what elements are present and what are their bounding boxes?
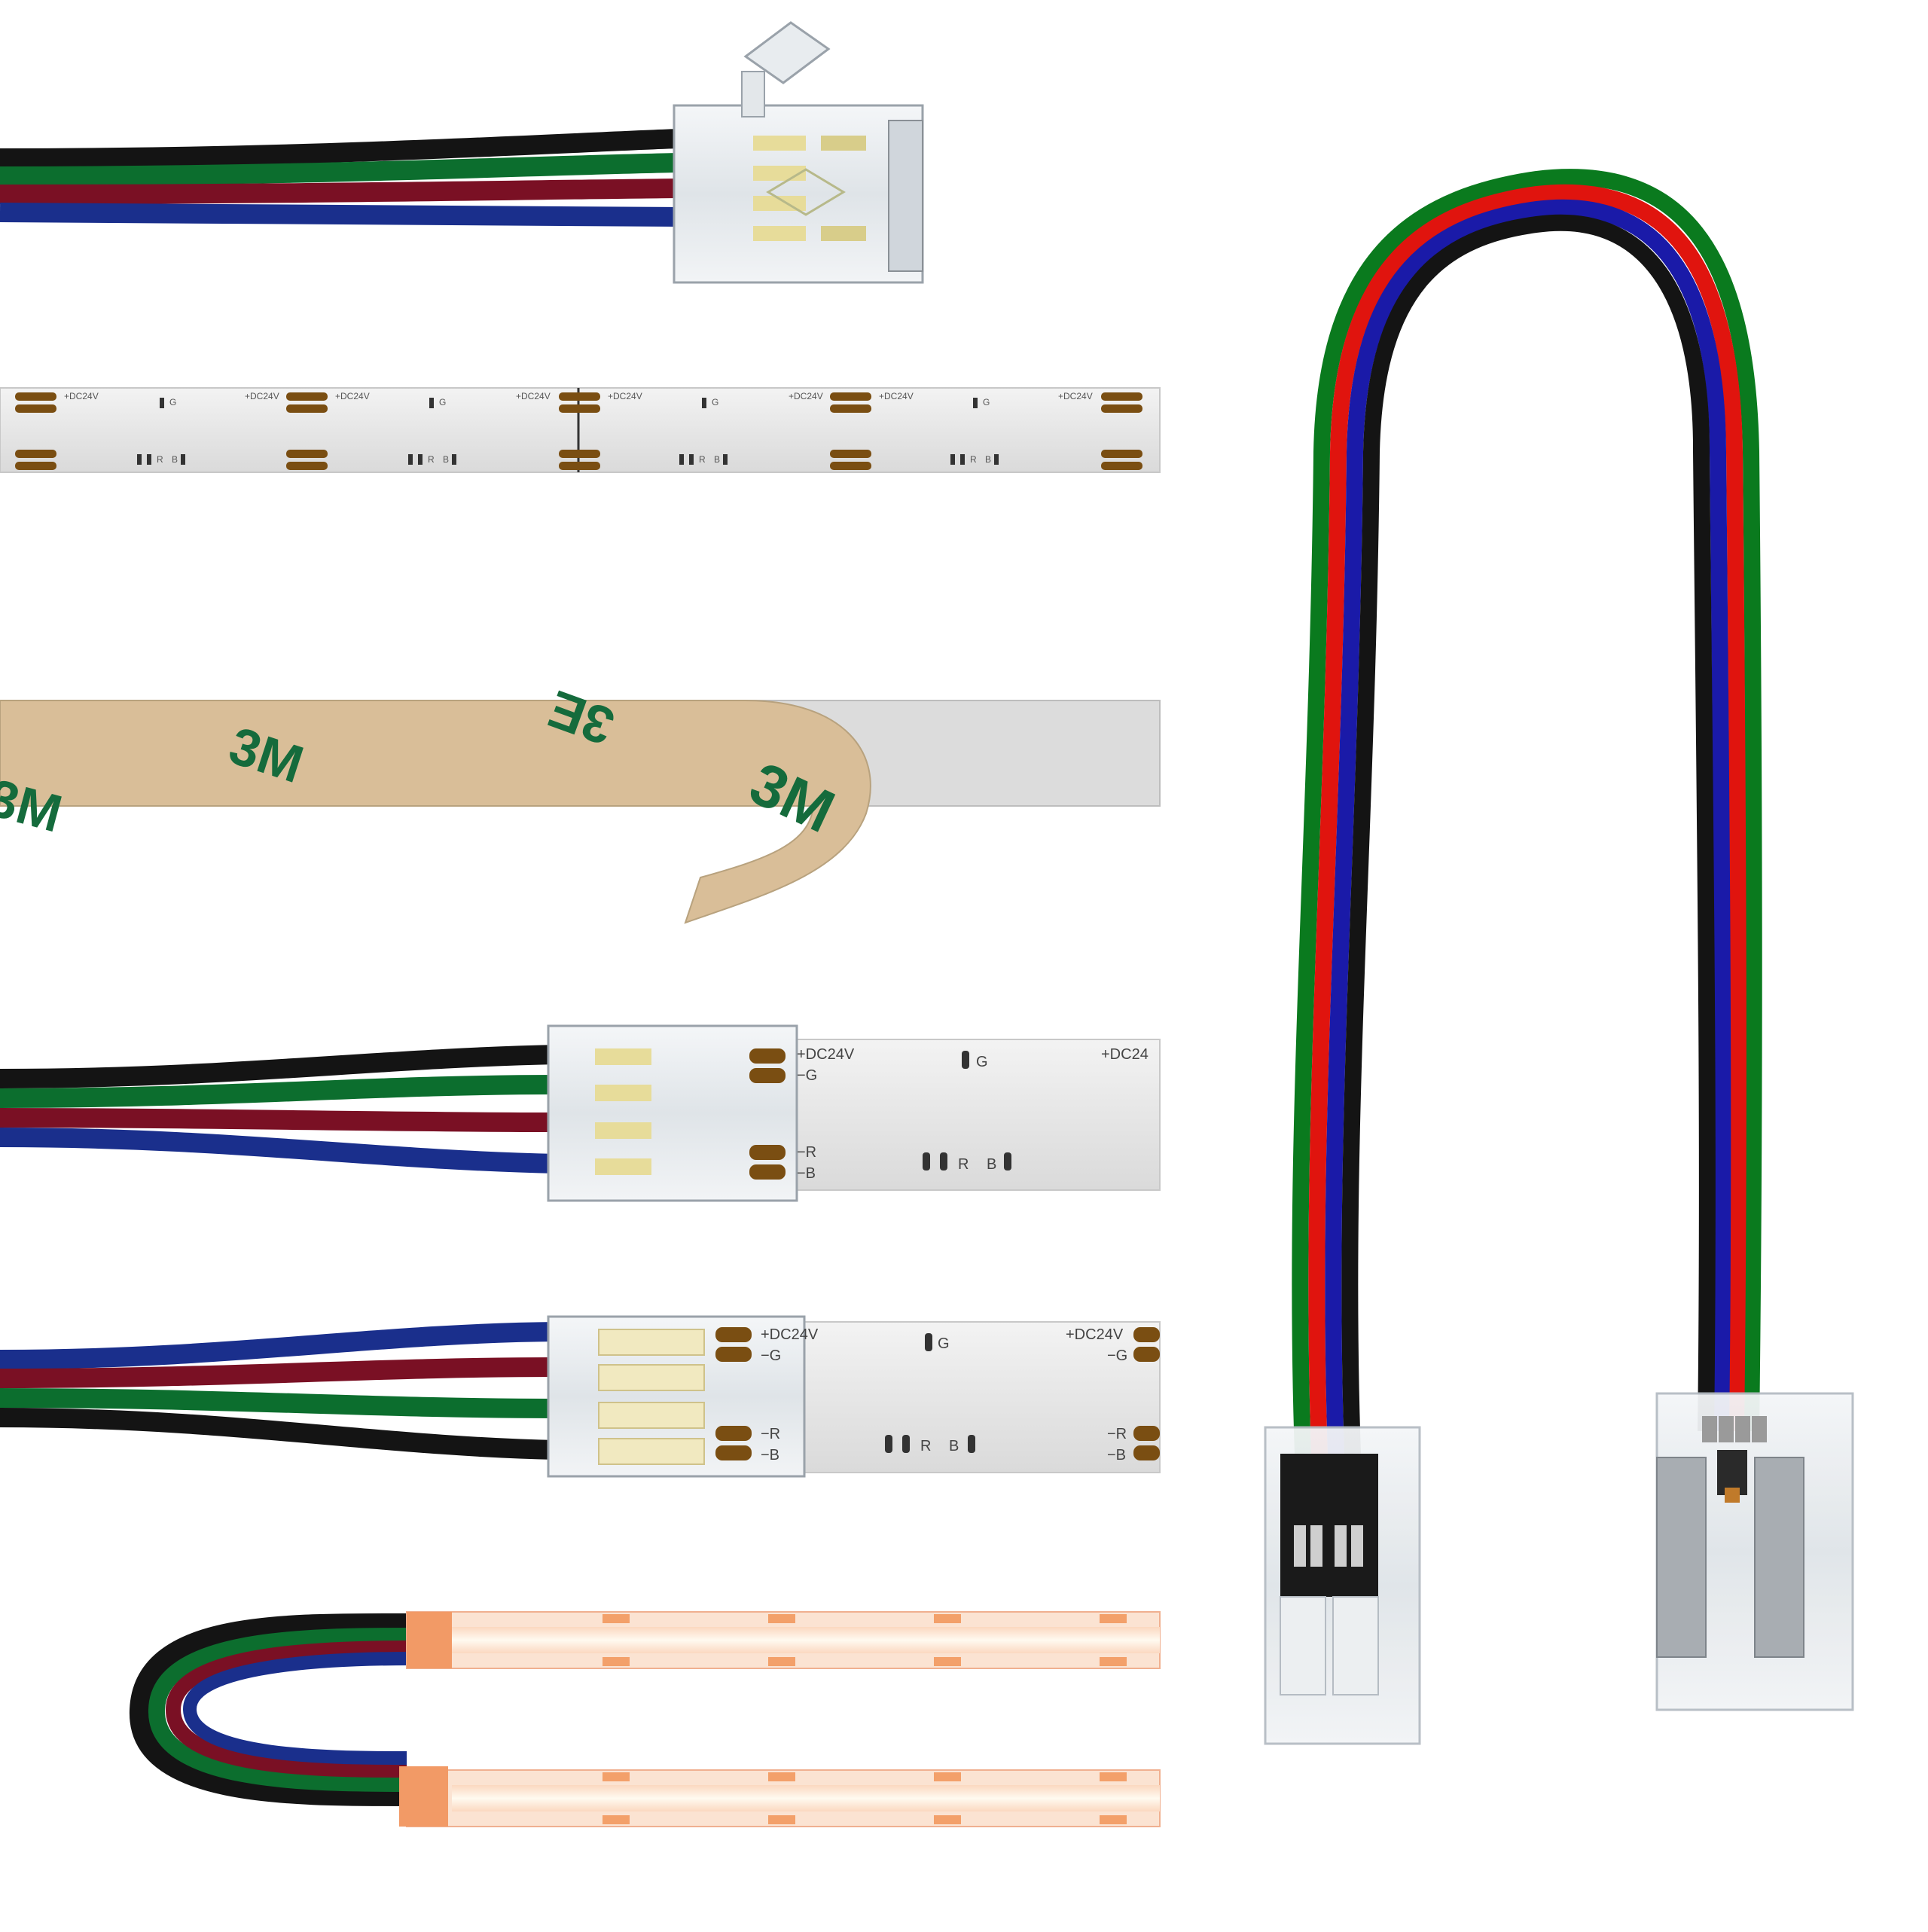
strip-label-g: G: [439, 397, 446, 407]
row-cob-strip: +DC24V +DC24V +DC24V +DC24V +DC24V +DC24…: [0, 387, 1161, 473]
pad-label-dc24v: +DC24V: [797, 1046, 855, 1063]
rgb-jumper-cable: [1264, 169, 1854, 1745]
cob-strip-lit-upper: [406, 1611, 1161, 1669]
pad-label-g: −G: [1107, 1348, 1127, 1364]
comp-label-b: B: [949, 1438, 959, 1454]
row-strip-connector-a: +DC24V −G −R −B G R B +DC24: [0, 1024, 1161, 1202]
cob-strip-base: [0, 387, 1161, 473]
jumper-connector-left: [1264, 1426, 1421, 1745]
strip-label-b: B: [443, 454, 449, 465]
row-wire-to-clip-connector: [0, 21, 924, 284]
pad-label-dc24v: +DC24V: [761, 1326, 819, 1343]
strip-label-dc24v: +DC24V: [335, 391, 370, 401]
clip-connector-1: [673, 21, 924, 284]
jumper-connector-right: [1655, 1392, 1854, 1711]
pad-label-r: −R: [1107, 1426, 1127, 1442]
strip-label-r: R: [428, 454, 435, 465]
u-jumper-wire: [129, 1613, 411, 1806]
strip-label-dc24v: +DC24V: [608, 391, 642, 401]
strip-label-g: G: [983, 397, 990, 407]
strip-label-g: G: [169, 397, 176, 407]
strip-label-b: B: [985, 454, 991, 465]
comp-label-g: G: [976, 1054, 988, 1070]
pad-label-g: −G: [761, 1348, 781, 1364]
strip-label-dc24v: +DC24V: [245, 391, 279, 401]
small-components: [137, 398, 999, 465]
pad-label-dc24-partial: +DC24: [1101, 1046, 1149, 1063]
strip-label-b: B: [172, 454, 178, 465]
pad-label-g: −G: [797, 1067, 817, 1084]
peeling-liner: [0, 700, 871, 924]
solder-pads-row: [15, 392, 1142, 470]
strip-label-r: R: [970, 454, 977, 465]
comp-label-r: R: [958, 1156, 969, 1173]
row-adhesive-backing: 3M 3E 3M 3M: [0, 679, 1161, 924]
strip-label-dc24v: +DC24V: [789, 391, 823, 401]
strip-label-dc24v: +DC24V: [1058, 391, 1093, 401]
row-strip-connector-b: +DC24V −G −R −B G R B +DC24V −G −R −B: [0, 1315, 1161, 1478]
pad-label-r: −R: [761, 1426, 780, 1442]
row-lit-strips-u-jumper: [129, 1611, 1161, 1827]
pad-label-r: −R: [797, 1144, 816, 1161]
comp-label-g: G: [938, 1335, 950, 1352]
pad-label-b: −B: [761, 1447, 779, 1463]
rgb-wire-bundle-2: [0, 1045, 558, 1174]
strip-label-dc24v: +DC24V: [64, 391, 99, 401]
strip-label-b: B: [714, 454, 720, 465]
pad-label-b: −B: [1107, 1447, 1126, 1463]
jumper-wires: [1292, 169, 1762, 1454]
rgb-wire-bundle-3: [0, 1322, 558, 1460]
comp-label-b: B: [987, 1156, 996, 1173]
strip-label-dc24v: +DC24V: [879, 391, 914, 401]
strip-label-r: R: [699, 454, 706, 465]
pad-label-dc24v: +DC24V: [1066, 1326, 1124, 1343]
rgb-wire-bundle-1: [0, 129, 679, 227]
comp-label-r: R: [920, 1438, 931, 1454]
strip-label-r: R: [157, 454, 163, 465]
strip-segment: [745, 1039, 1161, 1191]
strip-label-dc24v: +DC24V: [516, 391, 551, 401]
pad-label-b: −B: [797, 1165, 816, 1182]
strip-label-g: G: [712, 397, 718, 407]
